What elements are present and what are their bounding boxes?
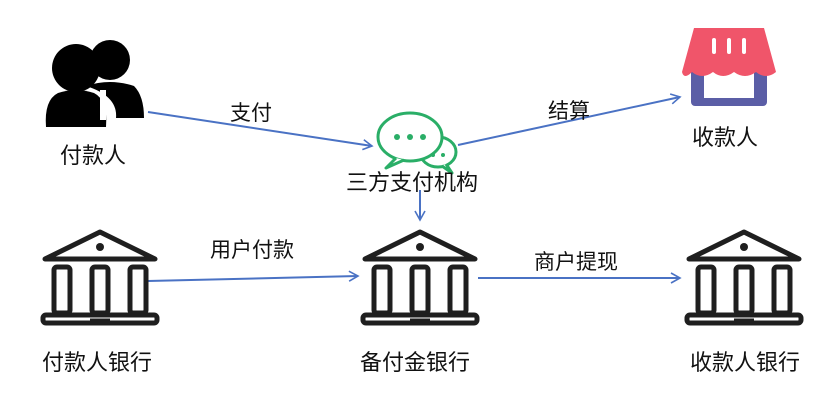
- settle-arrow: [457, 93, 682, 146]
- bank-icon: [360, 229, 480, 326]
- user-pay-arrow: [147, 270, 360, 282]
- merchant-withdraw-label: 商户提现: [534, 250, 618, 274]
- payee-bank-label: 收款人银行: [690, 351, 800, 376]
- third-party-label: 三方支付机构: [346, 171, 478, 196]
- store-icon: [682, 28, 776, 106]
- bank-icon: [40, 229, 160, 326]
- settle-label: 结算: [548, 99, 590, 123]
- user-pay-label: 用户付款: [210, 238, 294, 262]
- people-icon: [45, 40, 144, 127]
- reserve-bank-label: 备付金银行: [360, 351, 470, 376]
- bank-icon: [684, 229, 804, 326]
- chat-icon: [376, 111, 458, 175]
- payee-label: 收款人: [692, 126, 758, 151]
- pay-arrow: [147, 111, 374, 151]
- pay-label: 支付: [230, 101, 272, 125]
- payer-bank-label: 付款人银行: [42, 351, 152, 376]
- payer-label: 付款人: [60, 144, 126, 169]
